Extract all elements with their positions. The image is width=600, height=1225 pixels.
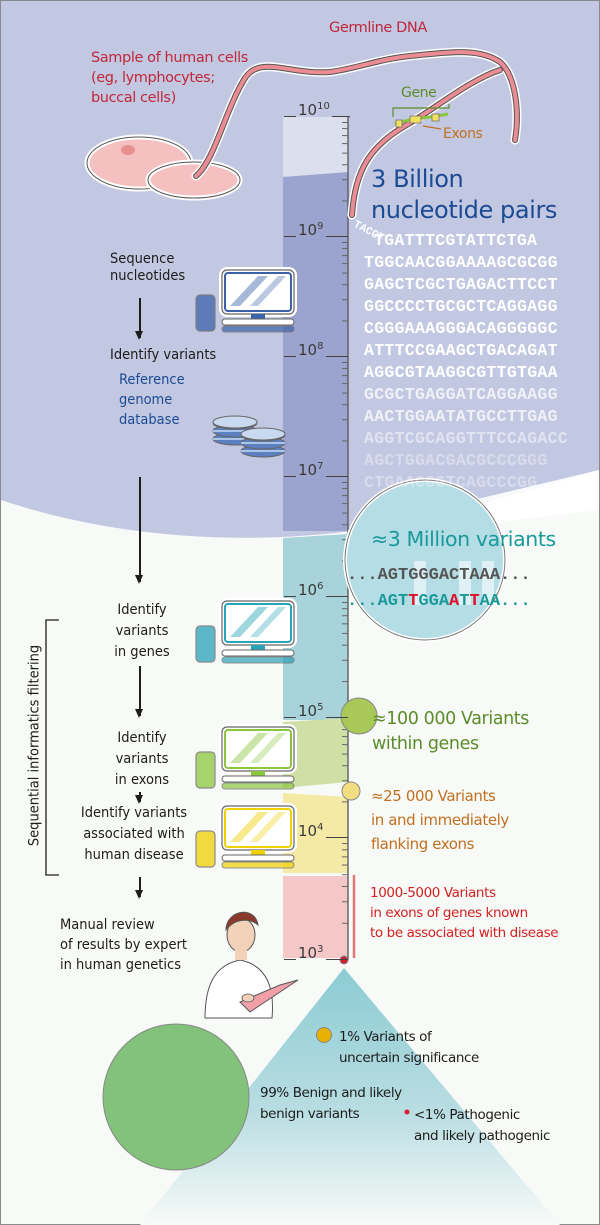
nucleotide-count-title: 3 Billion nucleotide pairs [371, 165, 558, 224]
sequence-dots: ... [500, 592, 531, 611]
results-pyramid [140, 968, 560, 1225]
dna-sequence-line: CGGGAAAGGGACAGGGGGC [364, 319, 558, 338]
exon-1 [395, 119, 403, 128]
benign-label: 99% Benign and likely benign variants [260, 1085, 402, 1122]
step-disease-associated: Identify variants associated with human … [80, 805, 188, 863]
scale-tick-label: 104 [284, 822, 348, 840]
dna-sequence-line: AACTGGAATATGCCTTGAG [364, 407, 558, 426]
dna-sequence-line: GCGCTGAGGATCAGGAAGG [364, 385, 558, 404]
scale-band-teal [283, 534, 348, 720]
dna-sequence-block: TGATTTCGTATTCTGA TGGCAACGGAAAAGCGCGG GAGCT… [364, 230, 568, 494]
exon-2 [409, 115, 422, 124]
scale-band-green [283, 718, 348, 788]
variant-base: T [469, 592, 480, 611]
dna-sequence-line: AGGTCGCAGGTTTCCAGACC [364, 429, 569, 448]
step-identify-variants: Identify variants [110, 347, 217, 363]
exons-label: Exons [443, 126, 483, 142]
dna-sequence-line: GGCCCCTGCGCTCAGGAGG [364, 297, 558, 316]
scale-tick-label: 105 [284, 702, 348, 720]
scale-tick-label: 108 [284, 341, 348, 359]
variant-base: T [408, 592, 419, 611]
filtering-bracket [45, 619, 59, 876]
magnifier-circle [343, 478, 507, 642]
dna-sequence-line: ATTTCCGAAGCTGACAGAT [364, 341, 558, 360]
pathogenic-label: <1% Pathogenic and likely pathogenic [414, 1107, 551, 1144]
sequence-segment: AA [479, 592, 501, 611]
genes-variant-circle [340, 697, 378, 735]
exons-variant-circle [341, 781, 361, 801]
flow-arrow-4 [136, 792, 142, 804]
scale-band-10-10 [283, 117, 348, 177]
variant-sequence: ...AGTTGGAATTAA... [347, 592, 531, 611]
sequential-filtering-label: Sequential informatics filtering [26, 644, 43, 847]
scale-band-yellow [283, 793, 348, 873]
uncertain-circle [316, 1027, 332, 1043]
exons-variants-label: ≈25 000 Variants in and immediately flan… [371, 787, 509, 853]
scale-tick-label: 109 [284, 221, 348, 239]
sample-cells-label: Sample of human cells (eg, lymphocytes; … [91, 50, 248, 106]
scale-tick-label: 107 [284, 461, 348, 479]
scale-tick-label: 1010 [284, 101, 350, 119]
gene-bracket [392, 104, 450, 117]
disease-variants-label: 1000-5000 Variants in exons of genes kno… [370, 885, 559, 941]
benign-circle [102, 1023, 250, 1171]
flow-arrow-2 [136, 477, 142, 584]
step-variants-in-genes: Identify variants in genes [114, 602, 170, 660]
scale-band-pink [283, 876, 348, 958]
dna-sequence-line: CTGAACGGTCAGCCCGG [364, 473, 538, 492]
dna-sequence-line: TGGCAACGGAAAAGCGCGG [364, 253, 558, 272]
variant-base: A [449, 592, 460, 611]
sequence-segment: T [459, 592, 470, 611]
dna-sequence-line: AGCTGGACGACGCCCGGG [364, 451, 548, 470]
sequence-segment: AGT [377, 592, 409, 611]
dna-sequence-line: GAGCTCGCTGAGACTTCCT [364, 275, 558, 294]
gene-label: Gene [401, 85, 437, 101]
exon-3 [431, 113, 440, 122]
reference-genome-database-label: Reference genome database [119, 372, 185, 428]
pathogenic-circle [404, 1109, 410, 1115]
scale-tick-label: 103 [284, 944, 348, 962]
germline-dna-label: Germline DNA [329, 20, 427, 36]
uncertain-label: 1% Variants of uncertain significance [339, 1029, 479, 1066]
exons-pointer [422, 125, 442, 130]
reference-sequence: ...AGTGGGACTAAA... [347, 566, 531, 585]
genes-variants-label: ≈100 000 Variants within genes [372, 709, 529, 754]
dna-sequence-line: AGGCGTAAGGCGTTGTGAA [364, 363, 558, 382]
flow-arrow-1 [136, 298, 142, 340]
step-manual-review: Manual review of results by expert in hu… [60, 917, 187, 973]
scale-tick-label: 106 [284, 581, 348, 599]
dna-sequence-line: TGATTTCGTATTCTGA [374, 231, 538, 250]
sequence-segment: GGA [418, 592, 450, 611]
flow-arrow-3 [136, 666, 142, 718]
step-variants-in-exons: Identify variants in exons [114, 730, 170, 788]
flow-arrow-5 [136, 877, 142, 899]
million-variants-label: ≈3 Million variants [371, 527, 556, 551]
scale-band-top [283, 172, 348, 531]
step-sequence-nucleotides: Sequence nucleotides [110, 251, 186, 284]
sequence-dots: ... [347, 592, 378, 611]
